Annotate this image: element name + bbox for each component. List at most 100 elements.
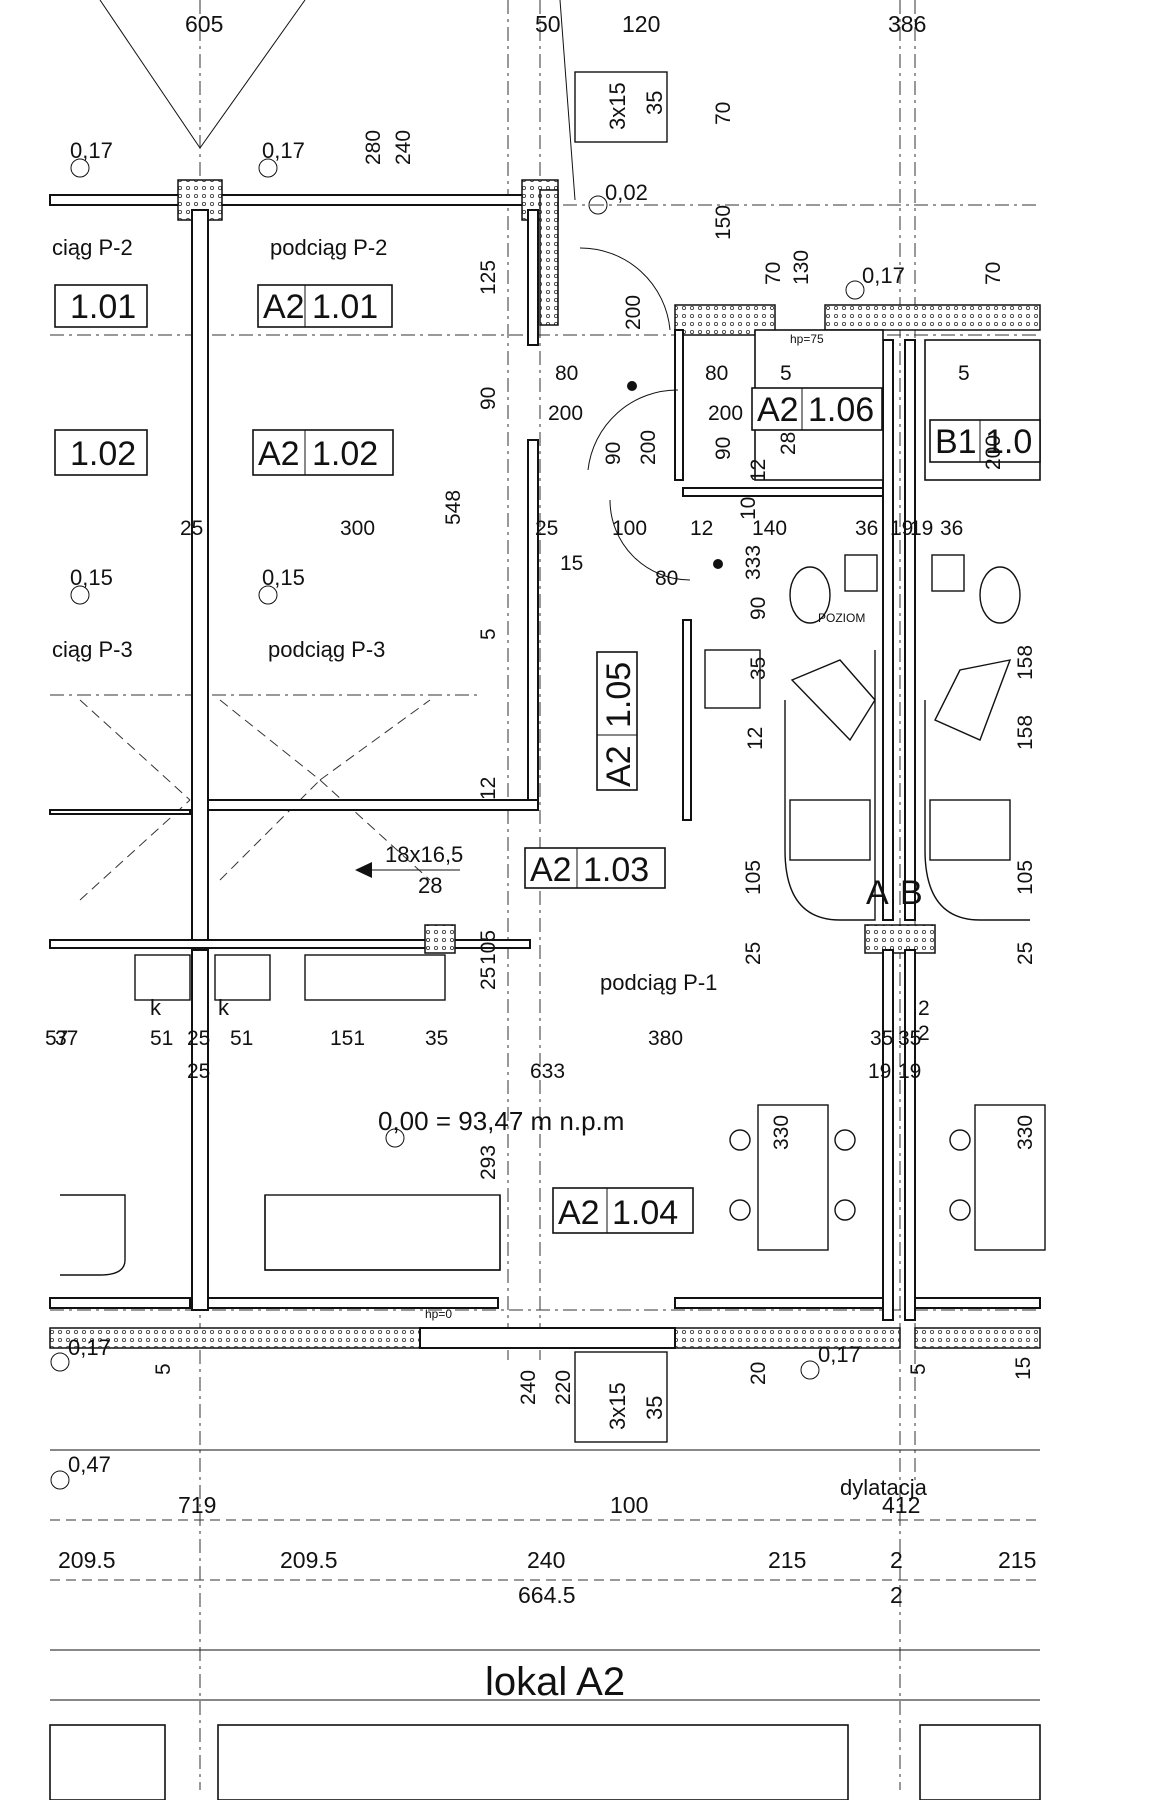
dimension-label: 200 (708, 402, 743, 425)
dimension-label: 240 (392, 130, 415, 165)
dimension-label: 330 (1014, 1115, 1037, 1150)
svg-text:1.03: 1.03 (583, 851, 649, 889)
svg-text:podciąg P-1: podciąg P-1 (600, 970, 717, 995)
dimension-label: 10 (737, 497, 760, 520)
dimensions-top: 605 50 120 386 (185, 11, 926, 37)
svg-text:1.01: 1.01 (70, 288, 136, 326)
svg-text:3x15: 3x15 (605, 82, 630, 130)
svg-text:2: 2 (890, 1582, 903, 1608)
svg-text:412: 412 (882, 1492, 920, 1518)
datum-label: 0,00 = 93,47 m n.p.m (378, 1106, 624, 1136)
svg-text:0,02: 0,02 (605, 180, 648, 205)
dimension-label: 35 (425, 1027, 448, 1050)
svg-text:A2: A2 (530, 851, 572, 889)
svg-text:719: 719 (178, 1492, 216, 1518)
dimension-label: 25 (1014, 942, 1037, 965)
dimension-label: 158 (1014, 715, 1037, 750)
svg-text:ciąg P-2: ciąg P-2 (52, 235, 133, 260)
dimension-label: 240 (517, 1370, 540, 1405)
dimension-label: 293 (477, 1145, 500, 1180)
dimension-label: 12 (477, 777, 500, 800)
svg-text:hp=0: hp=0 (425, 1307, 452, 1321)
room-1-05-label: A2 1.05 (596, 651, 638, 791)
svg-text:18x16,5: 18x16,5 (385, 842, 463, 867)
dimension-label: 105 (742, 860, 765, 895)
svg-text:A2: A2 (263, 288, 305, 326)
dimension-label: 105 (1014, 860, 1037, 895)
dimension-label: 5 (958, 362, 970, 385)
dimension-label: 300 (340, 517, 375, 540)
svg-text:120: 120 (622, 11, 660, 37)
dimension-label: 36 (855, 517, 878, 540)
kitchen-fixtures (60, 71, 1046, 1443)
svg-text:POZIOM: POZIOM (818, 611, 865, 625)
dimension-label: 25 (187, 1027, 210, 1050)
dimension-label: 280 (362, 130, 385, 165)
dimension-label: 100 (612, 517, 647, 540)
dimension-label: 548 (442, 490, 465, 525)
svg-text:k: k (150, 995, 162, 1020)
svg-text:1.04: 1.04 (612, 1194, 678, 1232)
dimension-label: 200 (622, 295, 645, 330)
dimension-label: 12 (690, 517, 713, 540)
dimension-label: 25 (180, 517, 203, 540)
dimension-label: 37 (55, 1027, 78, 1050)
dimension-label: 19 (890, 517, 913, 540)
dimension-label: 151 (330, 1027, 365, 1050)
dimension-label: 200 (548, 402, 583, 425)
svg-text:100: 100 (610, 1492, 648, 1518)
svg-text:664.5: 664.5 (518, 1582, 576, 1608)
dimension-label: 90 (712, 437, 735, 460)
dimension-label: 200 (982, 435, 1005, 470)
svg-text:0,17: 0,17 (862, 263, 905, 288)
dimension-label: 25 (535, 517, 558, 540)
dimensions-bottom: 719 100 412 209.5 209.5 240 215 2 215 66… (58, 1492, 1036, 1608)
dimension-label: 158 (1014, 645, 1037, 680)
dimension-label: 90 (747, 597, 770, 620)
svg-text:240: 240 (527, 1547, 565, 1573)
svg-text:hp=75: hp=75 (790, 332, 824, 346)
svg-text:2: 2 (890, 1547, 903, 1573)
svg-text:k: k (218, 995, 230, 1020)
dimension-label: 90 (602, 442, 625, 465)
svg-text:0,47: 0,47 (68, 1452, 111, 1477)
dimension-label: 19 (868, 1060, 891, 1083)
dimension-label: 2 (918, 997, 930, 1020)
dimension-label: 15 (560, 552, 583, 575)
dimension-label: 20 (747, 1362, 770, 1385)
dimension-label: 130 (790, 250, 813, 285)
dimension-label: 80 (555, 362, 578, 385)
room-1-06-label: A2 1.06 (751, 387, 883, 431)
room-1-01-label: A2 1.01 (257, 284, 393, 328)
svg-text:0,17: 0,17 (262, 138, 305, 163)
svg-text:1.0: 1.0 (985, 423, 1032, 461)
dimension-label: 380 (648, 1027, 683, 1050)
dimension-label: 90 (477, 387, 500, 410)
dimension-label: 220 (552, 1370, 575, 1405)
svg-text:A2: A2 (258, 435, 300, 473)
svg-text:215: 215 (768, 1547, 806, 1573)
dimension-label: 12 (744, 727, 767, 750)
unit-label: lokal A2 (485, 1660, 625, 1704)
svg-text:1.02: 1.02 (70, 435, 136, 473)
dimension-label: 2 (918, 1022, 930, 1045)
dimension-label: 5 (780, 362, 792, 385)
svg-text:ciąg P-3: ciąg P-3 (52, 637, 133, 662)
dimension-label: 333 (742, 545, 765, 580)
dimension-label: 5 (477, 628, 500, 640)
beam-labels: podciąg P-2 ciąg P-2 podciąg P-3 ciąg P-… (52, 235, 717, 995)
svg-text:215: 215 (998, 1547, 1036, 1573)
svg-text:1.01: 1.01 (312, 288, 378, 326)
room-1-02-label: A2 1.02 (252, 429, 394, 476)
svg-text:A2: A2 (757, 391, 799, 429)
svg-text:209.5: 209.5 (58, 1547, 116, 1573)
svg-text:28: 28 (418, 873, 442, 898)
dimension-label: 140 (752, 517, 787, 540)
dimension-label: 25 (742, 942, 765, 965)
svg-text:386: 386 (888, 11, 926, 37)
svg-text:B1: B1 (935, 423, 977, 461)
dimension-label: 200 (637, 430, 660, 465)
svg-text:35: 35 (642, 91, 667, 115)
dimension-label: 25 (187, 1060, 210, 1083)
